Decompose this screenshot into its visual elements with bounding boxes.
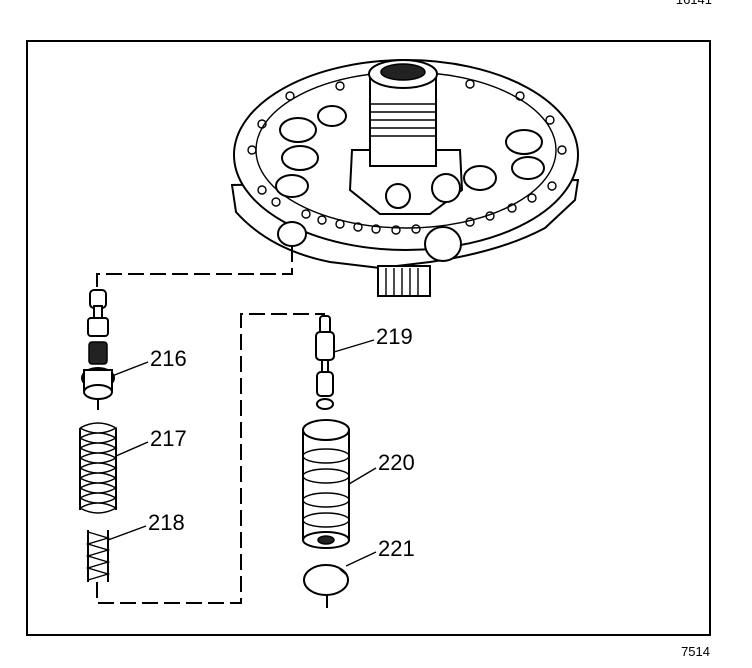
callout-219: 219 (376, 324, 413, 349)
leader-line-loop (96, 313, 325, 604)
valve-219 (315, 315, 335, 410)
callout-216: 216 (150, 346, 187, 371)
callout-217: 217 (150, 426, 187, 451)
leader-line-left (96, 246, 293, 292)
callout-221: 221 (378, 536, 415, 561)
retaining-ring-221 (303, 564, 349, 596)
diagram-frame (26, 40, 711, 636)
figure-ref-top: 16141 (676, 0, 712, 7)
bore-plug-220 (302, 419, 350, 549)
spring-217 (79, 422, 118, 514)
callout-218: 218 (148, 510, 185, 535)
figure-ref-bottom: 7514 (681, 644, 710, 659)
callout-220: 220 (378, 450, 415, 475)
spring-218 (85, 530, 111, 582)
pump-body (230, 59, 580, 297)
valve-216 (81, 289, 115, 410)
